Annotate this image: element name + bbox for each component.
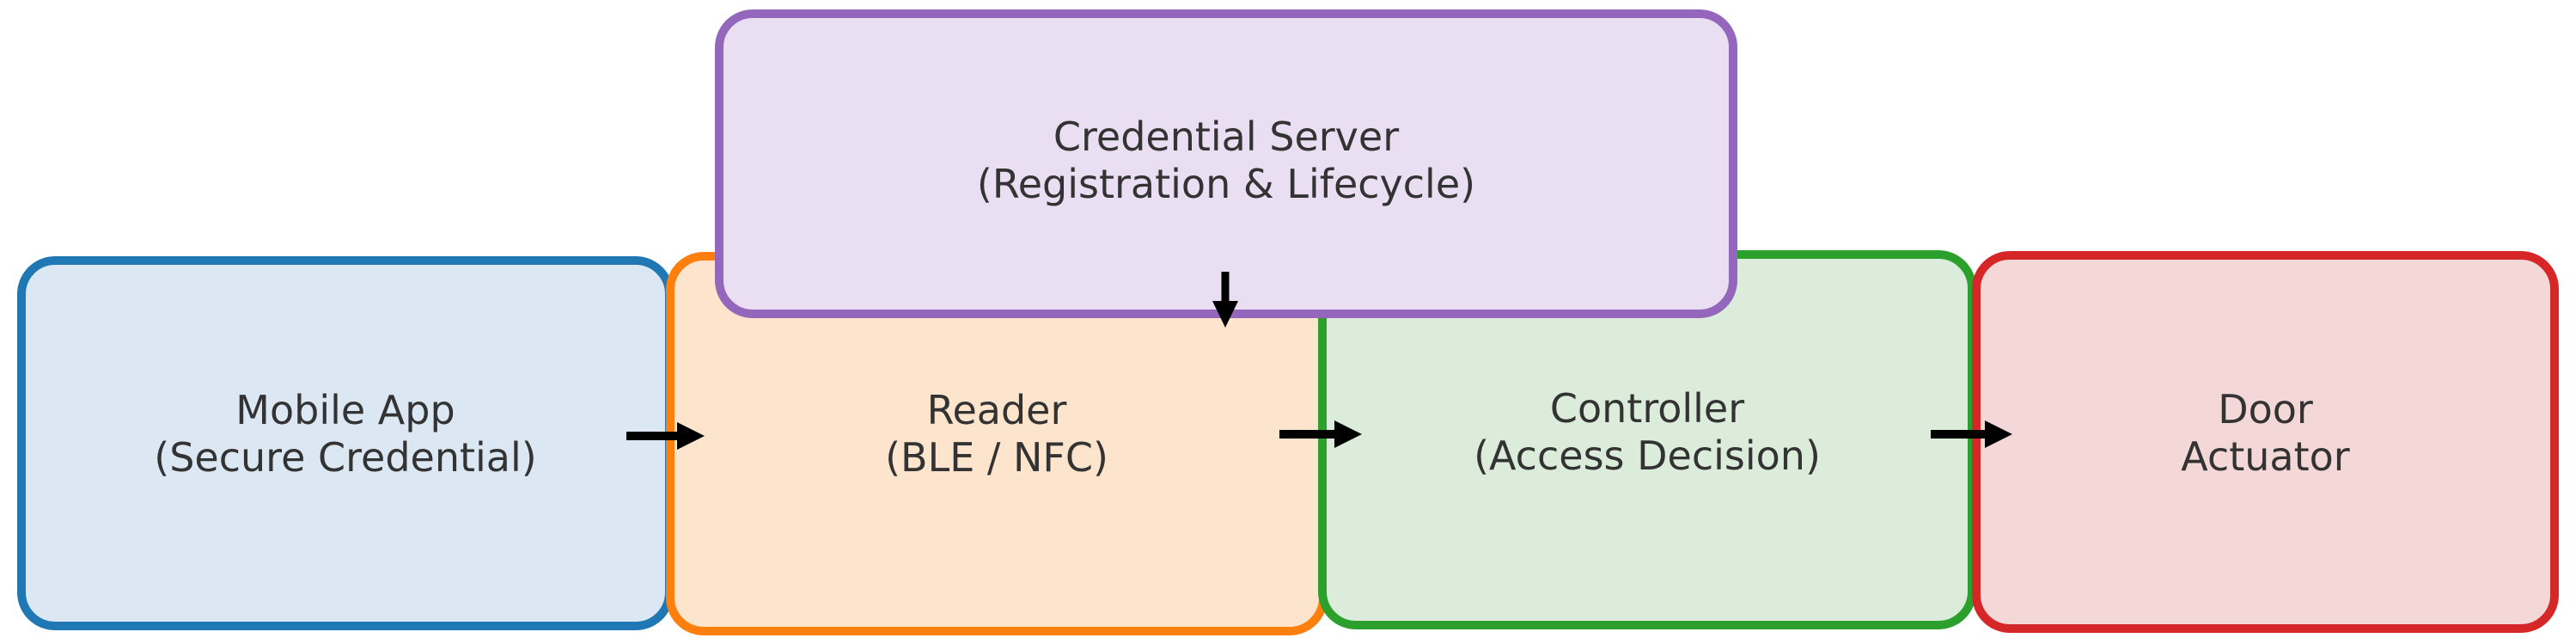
node-controller-subtitle: (Access Decision)	[1474, 432, 1821, 479]
node-controller-title: Controller	[1549, 384, 1745, 432]
node-reader-title: Reader	[926, 387, 1067, 433]
node-credential-server: Credential Server (Registration & Lifecy…	[715, 9, 1737, 318]
node-door-actuator-subtitle: Actuator	[2181, 433, 2350, 480]
node-mobile-app-subtitle: (Secure Credential)	[154, 433, 537, 481]
node-door-actuator-title: Door	[2218, 386, 2313, 432]
node-mobile-app: Mobile App (Secure Credential)	[17, 256, 674, 630]
node-credential-server-title: Credential Server	[1053, 113, 1400, 160]
node-credential-server-subtitle: (Registration & Lifecycle)	[976, 160, 1476, 207]
node-mobile-app-title: Mobile App	[235, 386, 455, 433]
node-door-actuator: Door Actuator	[1972, 251, 2559, 633]
node-reader-subtitle: (BLE / NFC)	[885, 434, 1108, 481]
